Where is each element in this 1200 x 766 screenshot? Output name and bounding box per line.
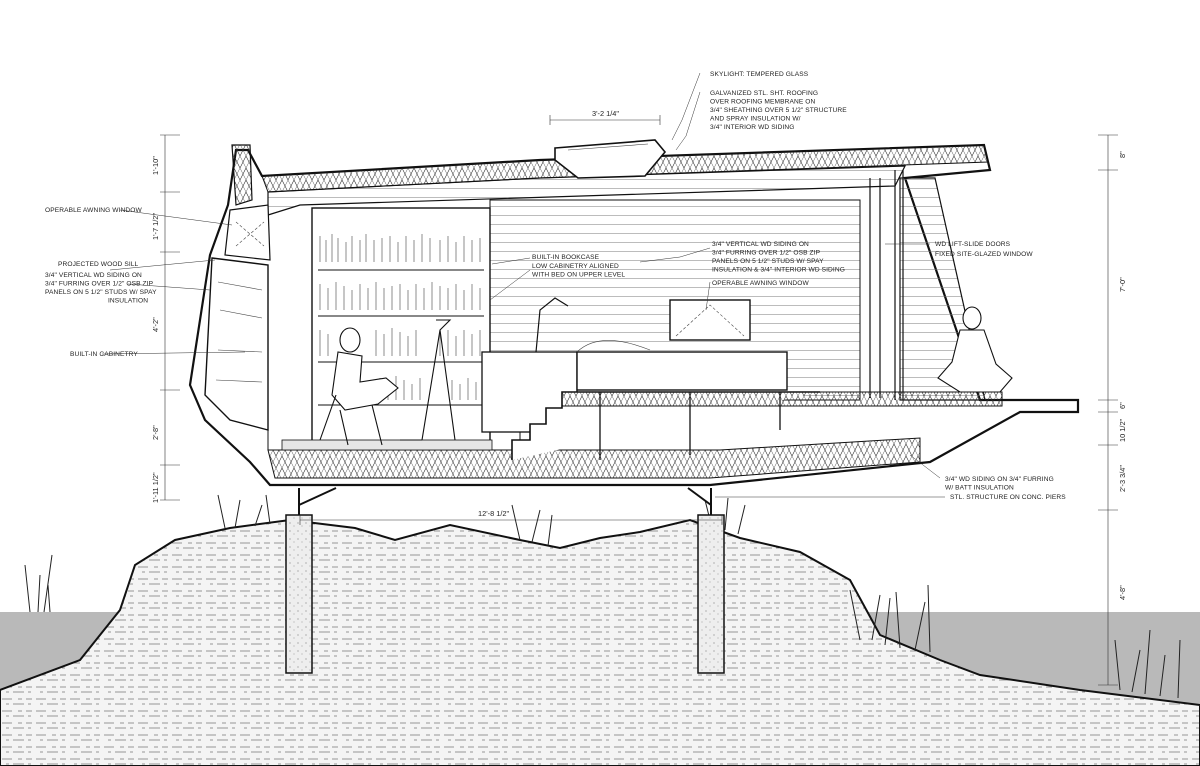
dim-left-4: 2'-8" (151, 425, 160, 440)
note-structure: STL. STRUCTURE ON CONC. PIERS (950, 494, 1066, 501)
note-roofing: GALVANIZED STL. SHT. ROOFING OVER ROOFIN… (710, 90, 849, 131)
note-cabinetry: BUILT-IN CABINETRY (70, 351, 138, 358)
note-siding-left: 3/4" VERTICAL WD SIDING ON 3/4" FURRING … (45, 272, 158, 305)
note-wood-sill: PROJECTED WOOD SILL (58, 261, 139, 268)
meditating-person (937, 306, 1013, 393)
steel-structure (298, 487, 712, 515)
dimension-lines (160, 115, 1118, 686)
note-siding-center: 3/4" VERTICAL WD SIDING ON 3/4" FURRING … (712, 241, 845, 274)
lift-slide-doors (869, 170, 904, 400)
note-furring: 3/4" WD SIDING ON 3/4" FURRING W/ BATT I… (945, 476, 1056, 492)
reeds (24, 494, 1181, 699)
seated-person (319, 319, 456, 446)
dimension-labels: 3'-2 1/4" 1'-10" 1'-7 1/2" 4'-2" 2'-8" 1… (151, 109, 1127, 600)
note-awning-left: OPERABLE AWNING WINDOW (45, 207, 143, 214)
note-awning-center: OPERABLE AWNING WINDOW (712, 280, 810, 287)
dim-left-2: 1'-7 1/2" (151, 213, 160, 240)
skylight (554, 139, 667, 179)
dim-left-1: 1'-10" (151, 156, 160, 175)
dim-span: 12'-8 1/2" (478, 509, 510, 518)
note-skylight: SKYLIGHT: TEMPERED GLASS (710, 71, 809, 78)
note-doors: WD LIFT-SLIDE DOORS FIXED SITE-GLAZED WI… (935, 241, 1033, 258)
dim-skylight: 3'-2 1/4" (592, 109, 619, 118)
leader-lines (101, 72, 945, 498)
note-bookcase: BUILT-IN BOOKCASE (532, 254, 600, 261)
dim-right-6: 4'-8" (1118, 585, 1127, 600)
bookcase (311, 207, 491, 449)
dim-right-4: 10 1/2" (1118, 418, 1127, 442)
stair-and-bed (481, 297, 1003, 460)
left-awning-window (224, 204, 271, 261)
dim-left-3: 4'-2" (151, 317, 160, 332)
dim-right-1: 8" (1118, 151, 1127, 158)
dim-right-2: 7'-0" (1118, 277, 1127, 292)
concrete-piers (285, 514, 725, 674)
callout-notes: SKYLIGHT: TEMPERED GLASS GALVANIZED STL.… (45, 71, 1066, 501)
note-low-cabinetry: LOW CABINETRY ALIGNED WITH BED ON UPPER … (532, 263, 625, 279)
dim-right-3: 6" (1118, 402, 1127, 409)
dim-right-5: 2'-3 3/4" (1118, 465, 1127, 492)
dim-left-5: 1'-11 1/2" (151, 472, 160, 503)
